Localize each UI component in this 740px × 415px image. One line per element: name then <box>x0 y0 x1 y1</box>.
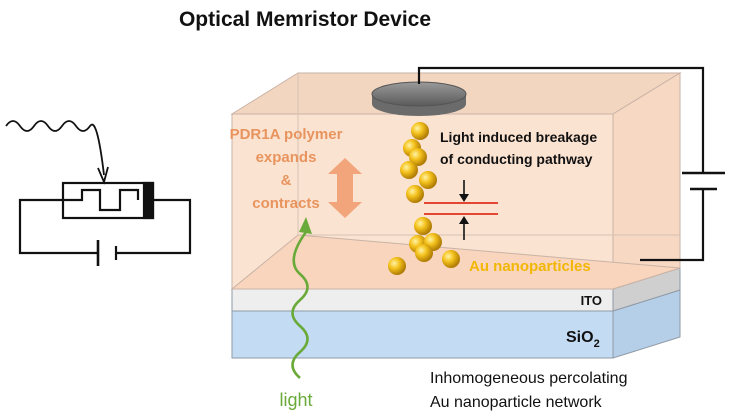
network-label-line1: Inhomogeneous percolating <box>430 370 627 387</box>
polymer-label-line2: expands <box>256 149 317 166</box>
breakage-gap <box>424 180 498 240</box>
memristor-circuit-icon <box>5 120 192 266</box>
disc-electrode-icon <box>371 81 467 116</box>
nanoparticle <box>419 171 437 189</box>
diagram-title: Optical Memristor Device <box>179 8 431 31</box>
ito-layer <box>231 267 681 312</box>
light-label: light <box>279 390 312 410</box>
network-label-line2: Au nanoparticle network <box>430 394 603 411</box>
nanoparticle <box>388 257 406 275</box>
nanoparticles-label: Au nanoparticles <box>469 258 591 275</box>
breakage-label-line1: Light induced breakage <box>440 129 597 145</box>
network-label: Inhomogeneous percolating Au nanoparticl… <box>430 370 627 411</box>
sio2-label: SiO2 <box>566 329 600 350</box>
light-wave <box>291 217 312 379</box>
nanoparticle <box>409 148 427 166</box>
circuit-wire <box>18 198 98 255</box>
au-nanoparticles <box>388 122 460 275</box>
sio2-label-main: SiO <box>566 329 594 346</box>
polymer-label-line1: PDR1A polymer <box>230 126 343 143</box>
nanoparticle <box>411 122 429 140</box>
external-circuit <box>417 66 725 262</box>
polymer-label-line3: & <box>281 172 292 189</box>
ito-label: ITO <box>581 293 602 308</box>
nanoparticle <box>415 244 433 262</box>
circuit-battery-icon <box>96 240 118 266</box>
polymer-label: PDR1A polymer expands & contracts <box>230 126 343 212</box>
nanoparticle <box>406 185 424 203</box>
breakage-label-line2: of conducting pathway <box>440 151 593 167</box>
circuit-light-wave <box>5 120 105 176</box>
expansion-arrow <box>328 158 362 218</box>
sio2-label-sub: 2 <box>594 338 600 350</box>
battery-symbol-icon <box>682 171 725 191</box>
polymer-label-line4: contracts <box>252 195 320 212</box>
nanoparticle <box>414 217 432 235</box>
nanoparticle <box>442 250 460 268</box>
nanoparticle <box>400 161 418 179</box>
breakage-label: Light induced breakage of conducting pat… <box>440 129 597 167</box>
